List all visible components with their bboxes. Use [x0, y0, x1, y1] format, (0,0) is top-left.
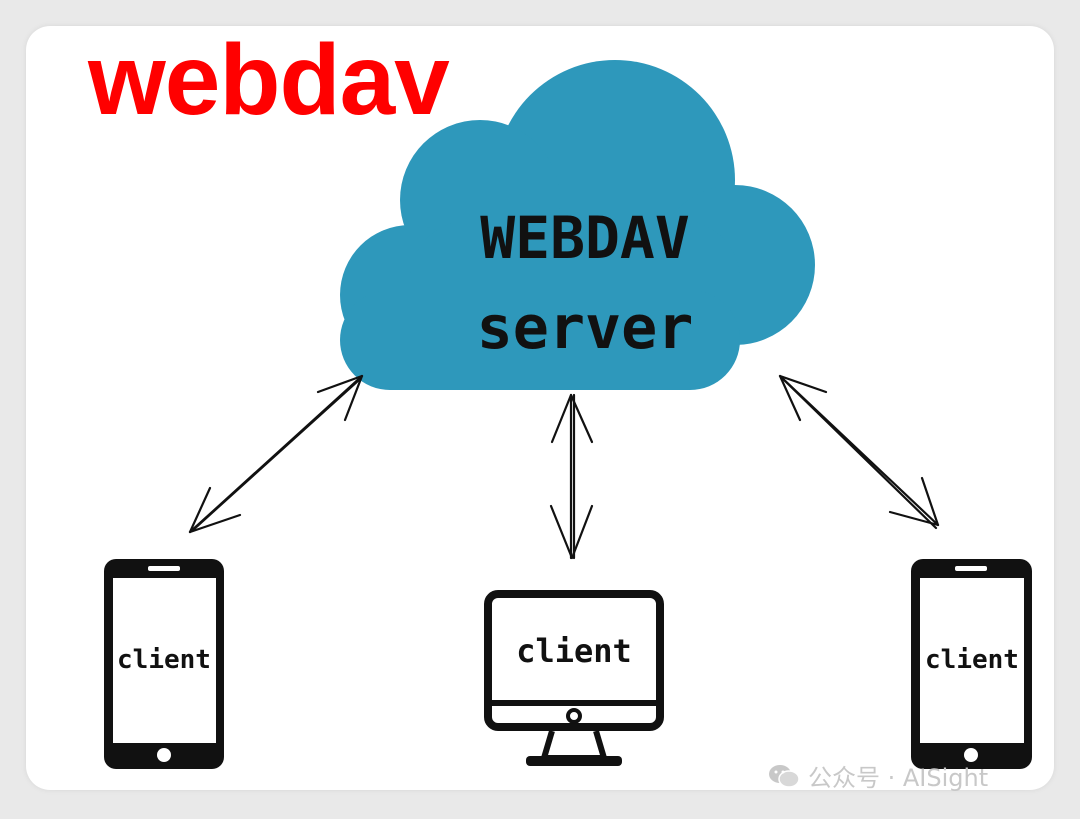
server-label-line2: server: [477, 293, 694, 363]
arrow-right: [778, 374, 940, 530]
monitor-client: client: [484, 590, 664, 766]
watermark: 公众号 · AISight: [768, 758, 988, 793]
client-label-monitor: client: [516, 632, 632, 670]
arrow-left: [188, 374, 364, 534]
watermark-text: 公众号 · AISight: [808, 764, 989, 792]
wechat-icon: [768, 763, 800, 789]
page-title: webdav: [88, 24, 450, 136]
phone-client-right: client: [911, 559, 1032, 769]
server-label-line1: WEBDAV: [480, 204, 690, 272]
client-label-left: client: [117, 645, 211, 675]
client-label-right: client: [925, 645, 1019, 675]
phone-client-left: client: [104, 559, 224, 769]
cloud-server: WEBDAV server: [340, 60, 815, 390]
arrow-middle: [549, 393, 594, 560]
